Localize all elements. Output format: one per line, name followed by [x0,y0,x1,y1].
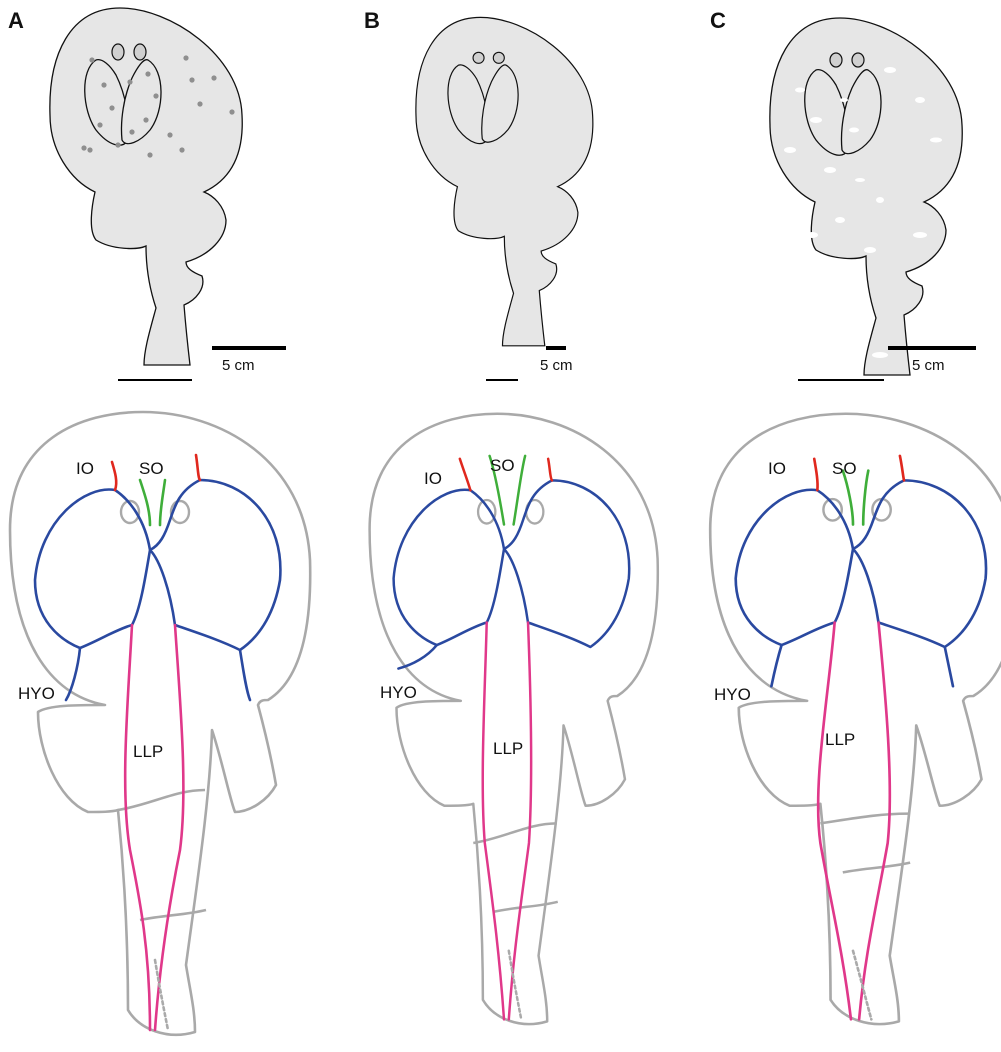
panel-b-canal-diagram [370,414,658,1024]
panel-letter-b: B [364,8,380,33]
panel-a-silhouette [50,8,286,380]
panel-letter-a: A [8,8,24,33]
label-hyo-c: HYO [714,685,751,704]
label-hyo-b: HYO [380,683,417,702]
scale-label-c: 5 cm [912,357,945,374]
label-hyo-a: HYO [18,684,55,703]
label-llp-a: LLP [133,742,163,761]
top-row-silhouettes: A B C 5 cm 5 cm 5 cm [8,8,976,380]
panel-c-canal-diagram [710,414,1001,1024]
label-io-c: IO [768,459,786,478]
label-so-b: SO [490,456,515,475]
panel-b-silhouette [416,17,593,345]
label-io-b: IO [424,469,442,488]
panel-a-canal-diagram [10,412,310,1035]
label-llp-c: LLP [825,730,855,749]
scale-label-b: 5 cm [540,357,573,374]
scale-label-a: 5 cm [222,357,255,374]
label-so-a: SO [139,459,164,478]
label-llp-b: LLP [493,739,523,758]
label-io-a: IO [76,459,94,478]
bottom-row-canal-diagrams: IO SO HYO LLP IO SO HYO LLP IO SO HYO LL… [10,412,1001,1035]
panel-letter-c: C [710,8,726,33]
label-so-c: SO [832,459,857,478]
panel-c-silhouette [770,18,962,375]
